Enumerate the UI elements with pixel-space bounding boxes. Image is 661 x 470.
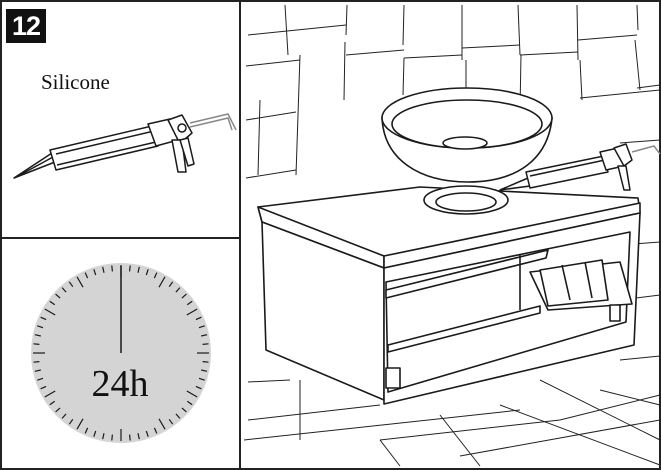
clock-tick <box>68 281 74 288</box>
clock-tick <box>129 434 131 441</box>
clock-tick <box>49 300 56 306</box>
clock-tick <box>84 427 89 434</box>
vessel-sink-illustration <box>381 87 553 183</box>
clock-tick <box>202 361 209 363</box>
clock-tick <box>93 430 97 437</box>
clock-tick <box>153 427 158 434</box>
clock-tick <box>111 265 113 272</box>
clock-tick <box>145 269 149 276</box>
clock-tick <box>40 316 47 321</box>
material-label: Silicone <box>41 70 110 94</box>
clock-tick <box>175 287 181 293</box>
clock-tick <box>76 418 84 430</box>
step-number-badge: 12 <box>6 9 46 43</box>
clock-tick <box>201 334 208 337</box>
clock-tick <box>76 276 84 288</box>
clock-tick <box>68 418 74 425</box>
clock-tick <box>102 433 105 440</box>
clock-icon <box>31 263 211 443</box>
caulking-gun-applying-icon <box>499 143 661 191</box>
clock-tick <box>55 293 61 299</box>
clock-tick <box>181 293 187 299</box>
clock-tick <box>49 400 56 406</box>
clock-tick <box>40 385 47 390</box>
clock-tick <box>153 272 158 279</box>
clock-tick <box>37 377 44 381</box>
clock-tick <box>158 418 166 430</box>
clock-tick <box>61 287 67 293</box>
clock-tick <box>175 413 181 419</box>
clock-tick <box>202 343 209 345</box>
vanity-cabinet-illustration <box>257 186 641 405</box>
clock-tick <box>129 265 131 272</box>
clock-tick <box>55 407 61 413</box>
clock-tick <box>186 308 198 316</box>
clock-tick <box>198 325 205 329</box>
clock-tick <box>186 400 193 406</box>
caulking-gun-icon <box>13 113 237 179</box>
clock-tick <box>93 269 97 276</box>
clock-tick <box>84 272 89 279</box>
clock-tick <box>145 430 149 437</box>
clock-tick <box>33 361 40 363</box>
clock-tick <box>44 390 56 398</box>
clock-tick <box>34 334 41 337</box>
clock-tick <box>186 390 198 398</box>
clock-tick <box>168 418 174 425</box>
clock-tick <box>37 325 44 329</box>
drain-hole <box>423 185 509 215</box>
clock-tick <box>195 316 202 321</box>
clock-tick <box>168 281 174 288</box>
clock-tick <box>195 385 202 390</box>
clock-tick <box>137 433 140 440</box>
clock-tick <box>201 369 208 372</box>
clock-tick <box>44 308 56 316</box>
clock-tick <box>61 413 67 419</box>
curing-time-label: 24h <box>91 363 149 405</box>
clock-tick <box>34 369 41 372</box>
clock-tick <box>111 434 113 441</box>
clock-tick <box>186 300 193 306</box>
clock-tick <box>33 343 40 345</box>
clock-tick <box>158 276 166 288</box>
clock-tick <box>198 377 205 381</box>
clock-tick <box>137 266 140 273</box>
clock-tick <box>181 407 187 413</box>
clock-tick <box>102 266 105 273</box>
